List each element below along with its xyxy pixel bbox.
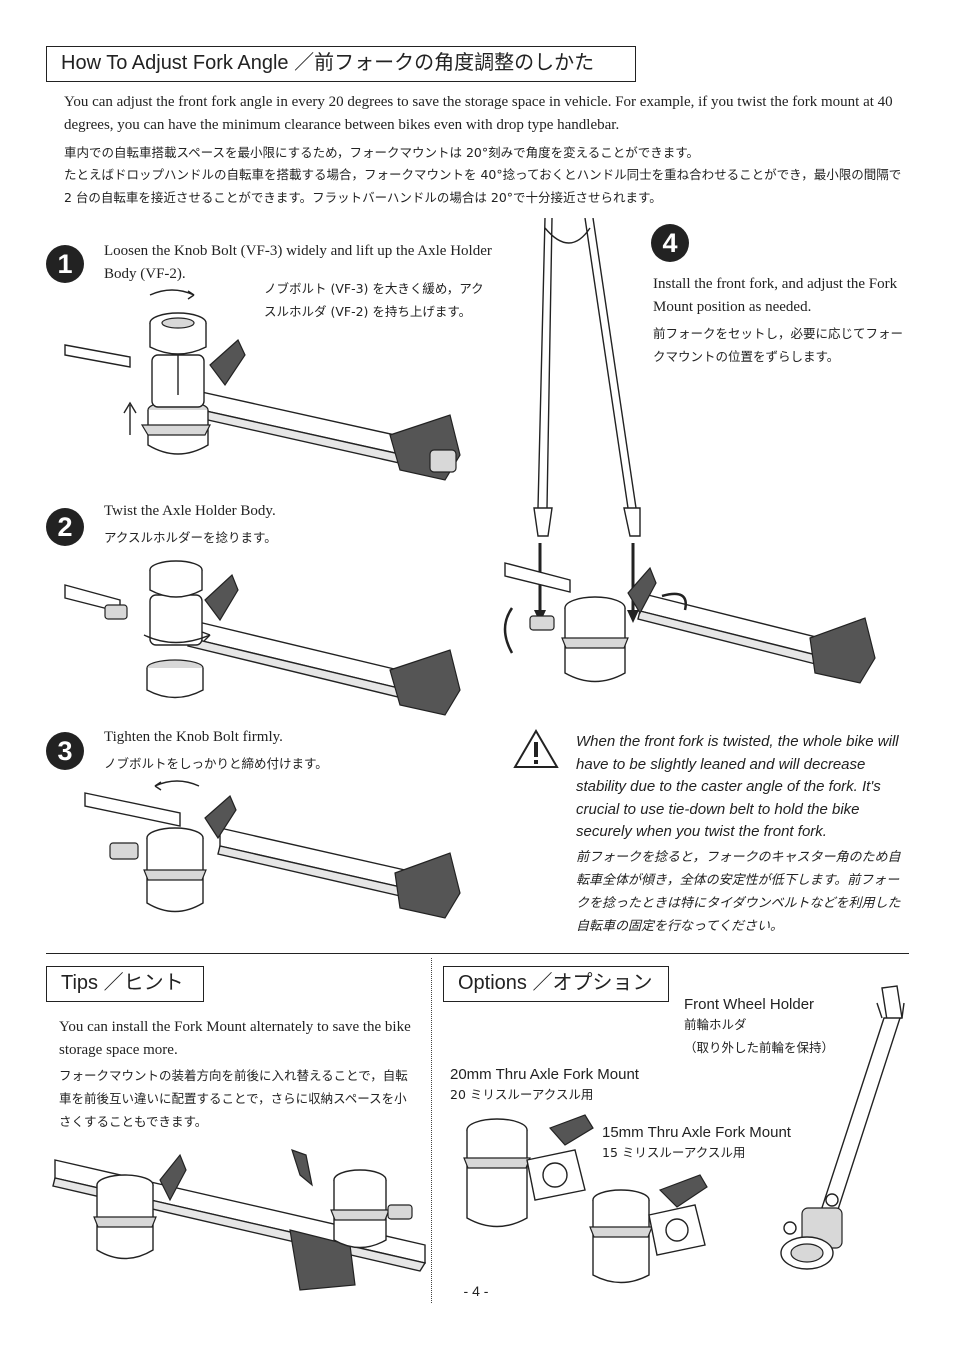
step-3-illustration — [84, 780, 461, 919]
section-title-fork-angle: How To Adjust Fork Angle ／前フォークの角度調整のしかた — [46, 46, 636, 82]
thru-axle-20-illustration — [463, 1114, 594, 1228]
step-1-text-jp: ノブボルト (VF-3) を大きく緩め，アクスルホルダ (VF-2) を持ち上げ… — [264, 281, 484, 319]
thru-axle-15-label-jp: 15 ミリスルーアクスル用 — [602, 1145, 746, 1160]
thru-axle-15-label-en: 15mm Thru Axle Fork Mount — [602, 1124, 791, 1141]
step-1-text-en: Loosen the Knob Bolt (VF-3) widely and l… — [104, 243, 492, 282]
step-1-badge: 1 — [46, 245, 84, 283]
intro-text-jp-2: たとえばドロップハンドルの自転車を搭載する場合，フォークマウントを 40°捻って… — [64, 167, 902, 205]
thru-axle-15-illustration — [589, 1174, 708, 1284]
warning-text-jp: 前フォークを捻ると，フォークのキャスター角のため自転車全体が傾き，全体の安定性が… — [576, 850, 901, 934]
intro-text-jp-1: 車内での自転車搭載スペースを最小限にするため，フォークマウントは 20°刻みで角… — [64, 145, 700, 160]
step-1-illustration — [64, 289, 461, 481]
tips-illustration — [52, 1149, 427, 1291]
page-number: - 4 - — [463, 1283, 489, 1299]
section-title-tips: Tips ／ヒント — [46, 966, 204, 1002]
thru-axle-20-label-jp: 20 ミリスルーアクスル用 — [450, 1087, 594, 1102]
warning-icon — [513, 729, 559, 768]
step-3-text-jp: ノブボルトをしっかりと締め付けます。 — [104, 756, 328, 771]
step-3-badge: 3 — [46, 732, 84, 770]
front-wheel-holder-illustration — [780, 985, 905, 1270]
intro-text-en: You can adjust the front fork angle in e… — [64, 94, 893, 133]
front-wheel-holder-label-jp-1: 前輪ホルダ — [684, 1017, 747, 1032]
step-4-illustration — [503, 218, 876, 684]
front-wheel-holder-label-jp-2: （取り外した前輪を保持） — [684, 1040, 835, 1055]
step-2-text-en: Twist the Axle Holder Body. — [104, 503, 276, 519]
tips-text-jp: フォークマウントの装着方向を前後に入れ替えることで，自転車を前後互い違いに配置す… — [59, 1068, 408, 1129]
tips-text-en: You can install the Fork Mount alternate… — [59, 1019, 411, 1058]
step-2-text-jp: アクスルホルダーを捻ります。 — [104, 530, 277, 545]
warning-text-en: When the front fork is twisted, the whol… — [576, 733, 899, 840]
step-2-illustration — [64, 560, 461, 716]
step-2-badge: 2 — [46, 508, 84, 546]
section-title-options: Options ／オプション — [443, 966, 669, 1002]
section-divider — [46, 953, 909, 954]
step-4-badge: 4 — [651, 224, 689, 262]
front-wheel-holder-label-en: Front Wheel Holder — [684, 996, 815, 1013]
step-4-text-en: Install the front fork, and adjust the F… — [653, 276, 898, 315]
step-4-text-jp: 前フォークをセットし，必要に応じてフォークマウントの位置をずらします。 — [653, 326, 904, 364]
thru-axle-20-label-en: 20mm Thru Axle Fork Mount — [450, 1066, 639, 1083]
column-divider — [431, 958, 432, 1303]
step-3-text-en: Tighten the Knob Bolt firmly. — [104, 729, 283, 745]
